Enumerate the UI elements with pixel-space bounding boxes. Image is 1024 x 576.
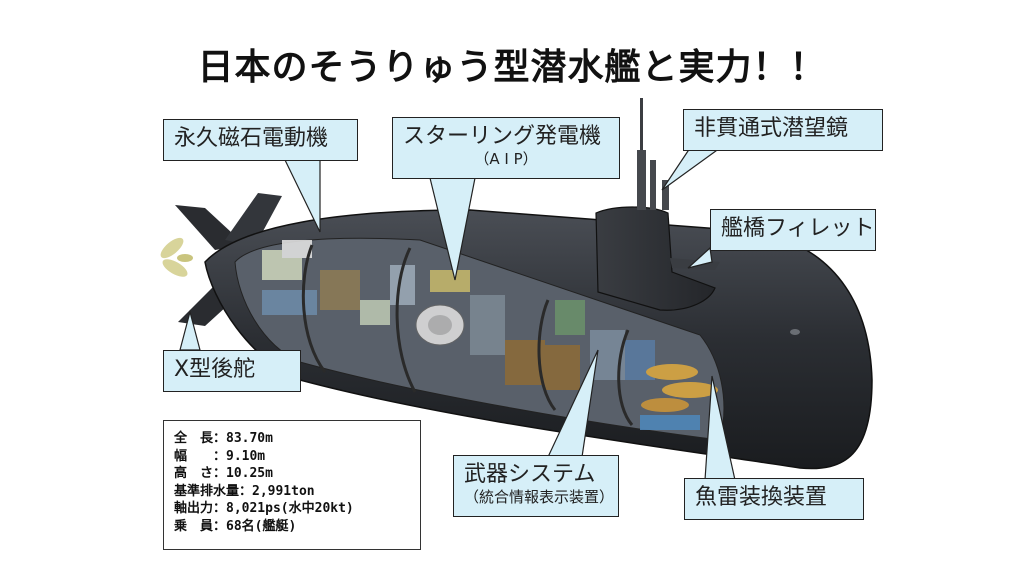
spec-beam: 幅 ：9.10m xyxy=(174,448,266,464)
callout-stirling-sub: （A I P） xyxy=(474,150,538,169)
spec-displacement: 基準排水量：2,991ton xyxy=(174,483,315,499)
spec-shaft-power: 軸出力：8,021ps(水中20kt) xyxy=(174,501,354,516)
callout-fillet: 艦橋フィレット xyxy=(710,209,876,251)
callout-periscope: 非貫通式潜望鏡 xyxy=(683,109,883,151)
spec-crew: 乗 員：68名(艦艇) xyxy=(174,518,297,534)
callout-weapons-sub: （統合情報表示装置） xyxy=(464,488,615,507)
callout-weapons-label: 武器システム xyxy=(464,462,596,487)
spec-height: 高 さ：10.25m xyxy=(174,466,273,481)
spec-length: 全 長：83.70m xyxy=(174,431,273,446)
propeller xyxy=(160,237,193,277)
callout-torpedo: 魚雷装換装置 xyxy=(684,478,864,520)
callout-stirling: スターリング発電機 （A I P） xyxy=(392,117,620,179)
callout-stirling-label: スターリング発電機 xyxy=(403,124,602,149)
spec-table: 全 長：83.70m 幅 ：9.10m 高 さ：10.25m 基準排水量：2,9… xyxy=(163,420,421,550)
periscope-masts xyxy=(637,98,669,210)
callout-motor: 永久磁石電動機 xyxy=(163,119,358,161)
page-title: 日本のそうりゅう型潜水艦と実力！！ xyxy=(197,47,827,88)
sail xyxy=(595,206,716,311)
callout-rudder: X型後舵 xyxy=(163,350,301,392)
callout-weapons: 武器システム （統合情報表示装置） xyxy=(453,455,619,517)
